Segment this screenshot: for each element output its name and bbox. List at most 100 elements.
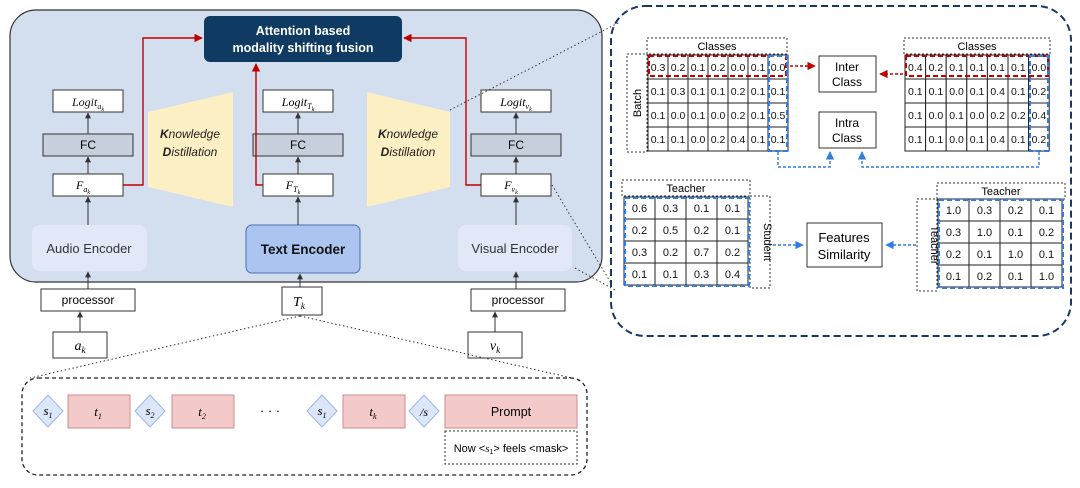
svg-text:Intra: Intra [835,116,859,130]
connector-arrows [773,61,1040,250]
grid-value: 0.1 [990,62,1005,74]
grid-value: 0.6 [632,203,647,215]
zoom-lines [29,21,621,379]
grid-value: 0.0 [771,62,786,74]
grid-value: 0.2 [663,247,678,259]
grid-value: 0.0 [929,110,944,122]
grid-value: 0.3 [651,62,666,74]
grid-value: 0.1 [949,62,964,74]
svg-text:Logitvk: Logitvk [499,95,532,113]
grid-value: 0.1 [908,134,923,146]
visual-branch: Logitvk FC Fvk Visual Encoder processor … [458,89,572,359]
svg-text:s1: s1 [317,403,326,420]
grid-value: 0.1 [929,86,944,98]
grid-value: 0.2 [632,225,647,237]
audio-input [52,331,108,359]
grid-value: 0.2 [731,86,746,98]
grid-value: 0.1 [651,134,666,146]
grid-value: 0.1 [908,110,923,122]
grid-value: 0.3 [977,205,992,217]
grid-value: 1.0 [946,205,961,217]
grid-value: 0.0 [970,110,985,122]
grid-value: 0.3 [946,227,961,239]
svg-text:Teacher: Teacher [981,186,1020,198]
visual-logit-box [480,89,552,113]
svg-text:s1: s1 [43,403,52,420]
svg-text:Inter: Inter [835,60,859,74]
audio-logit-box [52,89,124,113]
grid-value: 0.1 [1011,134,1026,146]
distillation-panel [610,5,1072,337]
grid-value: 0.1 [970,86,985,98]
feature-right-frame: Teacher Teacher [916,182,1066,292]
grid-value: 0.1 [691,110,706,122]
fusion-title-line2: modality shifting fusion [233,41,374,55]
svg-text:FC: FC [508,138,524,152]
grid-value: 0.1 [1011,62,1026,74]
svg-text:tk: tk [369,404,377,421]
sequence-tokens: s1 t1 s2 t2 · · · s1 tk /s Prompt Now <s… [32,394,578,465]
grid-value: 0.3 [632,247,647,259]
grid-value: 0.2 [1011,110,1026,122]
svg-text:Classes: Classes [697,41,737,53]
svg-text:Prompt: Prompt [491,405,532,419]
logit-table-right: 0.4 0.2 0.1 0.1 0.1 0.1 0.0 0.1 0.1 0.0 0.1 0.4 0.1 0… [904,54,1050,152]
svg-text:processor: processor [492,293,545,307]
text-encoder [245,224,361,274]
grid-value: 0.2 [711,62,726,74]
grid-value: 0.0 [671,110,686,122]
grid-value: 0.1 [751,86,766,98]
svg-text:FC: FC [80,138,96,152]
grid-value: 0.3 [671,86,686,98]
grid-value: 0.1 [949,110,964,122]
text-logit-box [262,89,334,113]
grid-value: 0.1 [691,86,706,98]
grid-value: 0.1 [694,203,709,215]
prompt-sequence-box [21,377,588,476]
grid-value: 0.2 [1032,86,1047,98]
grid-value: 0.4 [908,62,923,74]
fusion-arrows [123,33,481,186]
features-similarity-box: Features Similarity [806,222,883,268]
grid-value: 0.1 [970,62,985,74]
grid-value: 0.1 [725,203,740,215]
grid-value: 0.1 [751,62,766,74]
svg-text:Batch: Batch [632,89,644,117]
svg-text:Audio Encoder: Audio Encoder [46,241,132,256]
grid-value: 0.1 [1039,249,1054,261]
text-input [281,286,323,316]
grid-value: 1.0 [977,227,992,239]
svg-text:Text Encoder: Text Encoder [261,242,346,257]
grid-value: 0.4 [990,134,1005,146]
intra-class-box: Intra Class [818,111,877,149]
svg-text:vk: vk [490,339,501,355]
audio-encoder [32,225,147,271]
svg-text:LogitTk: LogitTk [281,95,315,113]
grid-value: 0.1 [1011,86,1026,98]
svg-text:Knowledge: Knowledge [160,127,220,141]
grid-value: 0.2 [731,110,746,122]
grid-value: 0.1 [691,62,706,74]
svg-text:Now <s1> feels <mask>: Now <s1> feels <mask> [454,443,569,456]
grid-value: 0.1 [1008,227,1023,239]
grid-value: 0.1 [977,249,992,261]
svg-text:Teacher: Teacher [928,225,940,264]
grid-value: 0.1 [771,134,786,146]
grid-value: 0.2 [671,62,686,74]
grid-value: 1.0 [1008,249,1023,261]
svg-text:s2: s2 [145,403,154,420]
grid-value: 0.2 [977,271,992,283]
svg-text:Distillation: Distillation [163,145,218,159]
grid-value: 0.1 [671,134,686,146]
svg-text:FC: FC [290,138,306,152]
grid-value: 0.5 [771,110,786,122]
grid-value: 0.5 [663,225,678,237]
svg-text:Fak: Fak [75,178,90,196]
logit-left-frame: Classes Batch [626,37,788,153]
highlight-overlays [624,55,1064,289]
grid-value: 0.4 [1032,110,1047,122]
svg-text:Class: Class [832,75,862,89]
grid-value: 0.2 [1039,227,1054,239]
grid-value: 0.2 [946,249,961,261]
